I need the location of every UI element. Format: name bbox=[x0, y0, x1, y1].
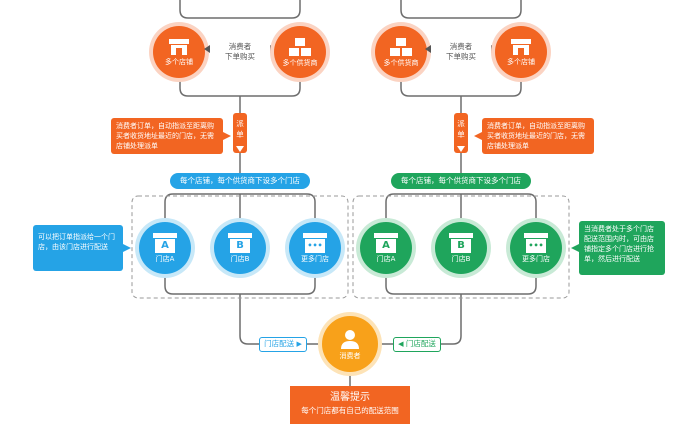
store-icon bbox=[511, 38, 531, 55]
store-label: 门店B bbox=[230, 254, 250, 263]
person-icon bbox=[341, 329, 359, 349]
delivery-tag-left: 门店配送 ▶ bbox=[259, 337, 307, 352]
supplier-node-label: 多个供货商 bbox=[383, 58, 419, 67]
side-note-left: 可以把订单指派给一个门店，由该门店进行配送 bbox=[33, 225, 123, 271]
order-text-right: 消费者 下单购买 bbox=[446, 42, 476, 61]
store-icon: ••• bbox=[303, 232, 327, 253]
store-icon: B bbox=[449, 232, 473, 253]
store-more-left: ••• 更多门店 bbox=[289, 222, 341, 274]
store-node-label: 多个店铺 bbox=[507, 57, 535, 66]
side-note-right: 当消费者处于多个门店配送范围内时，可由店铺指定多个门店进行抢单，然后进行配送 bbox=[579, 221, 665, 275]
tip-box: 温馨提示 每个门店都有自己的配送范围 bbox=[290, 386, 410, 424]
store-icon: ••• bbox=[524, 232, 548, 253]
supplier-node-top-left: 多个供货商 bbox=[274, 26, 326, 78]
dispatch-callout-right: 消费者订单，自动指派至距离购买者收货地址最近的门店，无需店铺处理派单 bbox=[482, 118, 594, 154]
store-group-pill-left: 每个店铺，每个供货商下设多个门店 bbox=[170, 173, 310, 189]
callout-pointer bbox=[571, 244, 579, 252]
store-b-left: B 门店B bbox=[214, 222, 266, 274]
store-more-right: ••• 更多门店 bbox=[510, 222, 562, 274]
dispatch-tag-right: 派 单 bbox=[454, 113, 468, 153]
order-text-left: 消费者 下单购买 bbox=[225, 42, 255, 61]
supplier-node-label: 多个供货商 bbox=[282, 58, 318, 67]
store-icon bbox=[169, 38, 189, 55]
store-icon: A bbox=[374, 232, 398, 253]
down-arrow-icon bbox=[236, 146, 244, 152]
boxes-icon bbox=[289, 37, 311, 56]
store-label: 门店A bbox=[155, 254, 175, 263]
double-arrow-icon bbox=[425, 45, 497, 53]
tip-text: 每个门店都有自己的配送范围 bbox=[301, 406, 399, 415]
store-a-right: A 门店A bbox=[360, 222, 412, 274]
store-node-top-left: 多个店铺 bbox=[153, 26, 205, 78]
store-label: 更多门店 bbox=[301, 254, 329, 263]
store-label: 更多门店 bbox=[522, 254, 550, 263]
store-node-top-right: 多个店铺 bbox=[495, 26, 547, 78]
store-label: 门店A bbox=[376, 254, 396, 263]
right-arrow-icon: ▶ bbox=[296, 340, 302, 348]
consumer-label: 消费者 bbox=[339, 351, 361, 360]
down-arrow-icon bbox=[457, 146, 465, 152]
left-arrow-icon: ◀ bbox=[398, 340, 404, 348]
store-label: 门店B bbox=[451, 254, 471, 263]
callout-pointer bbox=[223, 132, 231, 140]
callout-pointer bbox=[474, 132, 482, 140]
store-group-pill-right: 每个店铺，每个供货商下设多个门店 bbox=[391, 173, 531, 189]
delivery-tag-right: ◀ 门店配送 bbox=[393, 337, 441, 352]
store-icon: B bbox=[228, 232, 252, 253]
store-b-right: B 门店B bbox=[435, 222, 487, 274]
store-icon: A bbox=[153, 232, 177, 253]
tip-title: 温馨提示 bbox=[330, 392, 370, 403]
store-node-label: 多个店铺 bbox=[165, 57, 193, 66]
boxes-icon bbox=[390, 37, 412, 56]
double-arrow-icon bbox=[204, 45, 276, 53]
consumer-node: 消费者 bbox=[322, 316, 378, 372]
callout-pointer bbox=[123, 244, 131, 252]
dispatch-tag-left: 派 单 bbox=[233, 113, 247, 153]
supplier-node-top-right: 多个供货商 bbox=[375, 26, 427, 78]
store-a-left: A 门店A bbox=[139, 222, 191, 274]
dispatch-callout-left: 消费者订单，自动指派至距离购买者收货地址最近的门店，无需店铺处理派单 bbox=[111, 118, 223, 154]
